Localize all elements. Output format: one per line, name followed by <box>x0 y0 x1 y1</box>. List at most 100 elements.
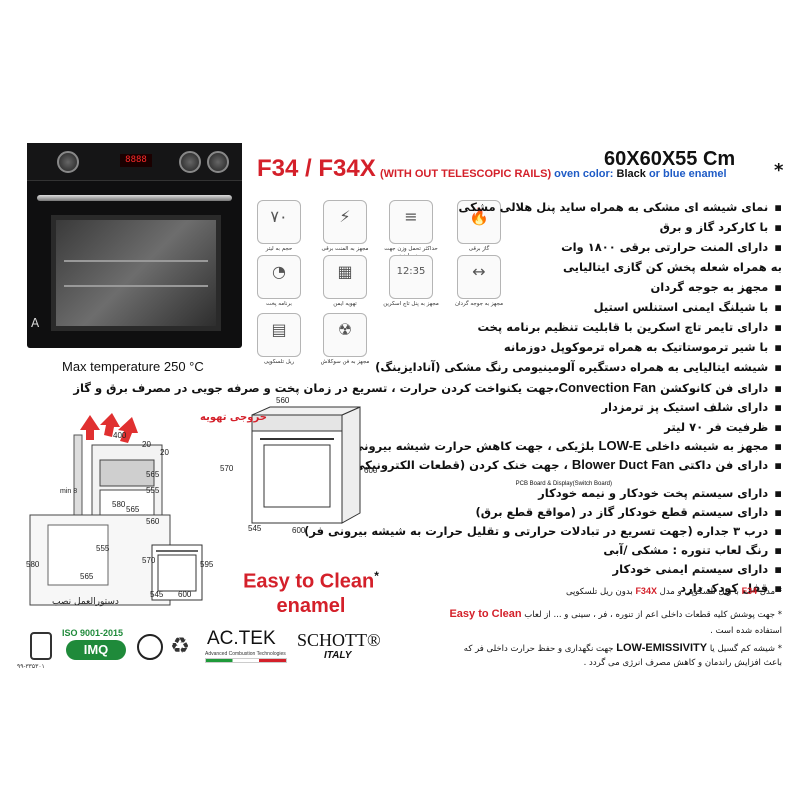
icon-caption: برنامه پخت <box>266 301 292 307</box>
capacity-icon: ٧٠ <box>257 200 301 244</box>
recycle-icon: ♻ <box>170 634 190 659</box>
oven-rack <box>64 260 208 262</box>
icon-caption: تهویه ایمن <box>333 301 357 307</box>
feature-item: ▪قفل کودک دارد <box>680 581 782 595</box>
feature-item: ▪دارای شلف استیک پز ترمزدار <box>601 400 782 414</box>
italy-flag-icon <box>205 658 287 663</box>
schott-italy: ITALY <box>324 650 352 661</box>
oven-rack <box>64 285 208 287</box>
icon-caption: مجهز به المنت برقی <box>321 246 369 252</box>
dim-label: 555 <box>146 486 160 495</box>
subtitle-blue: blue enamel <box>663 168 727 180</box>
feature-item: ▪ظرفیت فر ۷۰ لیتر <box>664 420 782 434</box>
size-star: * <box>774 160 784 181</box>
icon-caption: مجهز به جوجه گردان <box>454 301 504 307</box>
dim-label: 560 <box>276 396 290 405</box>
feature-item: ▪دارای المنت حرارتی برقی ۱۸۰۰ وات <box>561 240 782 254</box>
subtitle-oven-color: oven color: <box>554 168 614 180</box>
telescopic-rail-icon: ▤ <box>257 313 301 357</box>
max-temperature: Max temperature 250 °C <box>62 359 204 374</box>
feature-item: ▪با شیلنگ ایمنی استنلس استیل <box>593 300 782 314</box>
standard-number: ۹۹-۳۳۵۳۰۱ <box>17 664 45 670</box>
ventilation-icon: ▦ <box>323 255 367 299</box>
note-item: باعث افزایش راندمان و کاهش مصرف انرژی می… <box>583 658 782 668</box>
dim-label: 595 <box>200 560 214 569</box>
icon-caption: مجهز به پنل تاچ اسکرین <box>383 301 439 307</box>
vent-arrows-icon <box>80 413 138 443</box>
model-title: F34 / F34X <box>257 155 376 183</box>
dim-label: 580 <box>112 500 126 509</box>
note-item: * مدل F34 با ریل تلسکوپی و مدل F34X بدون… <box>565 586 782 597</box>
feature-item: ▪دارای فن داکتی Blower Duct Fan ، جهت خن… <box>348 457 782 472</box>
feature-item: ▪دارای سیستم قطع خودکار گاز در (مواقع قط… <box>475 505 782 519</box>
feature-item: به همراه شعله پخش کن گازی ایتالیایی <box>563 260 782 274</box>
feature-item: ▪با کارکرد گاز و برق <box>659 220 782 234</box>
iso-text: ISO 9001-2015 <box>62 628 124 638</box>
knob-icon <box>57 151 79 173</box>
element-icon: ⚡ <box>323 200 367 244</box>
dim-label: 570 <box>142 556 156 565</box>
feature-item: ▪با شیر ترموستاتیک به همراه ترموکوپل دوز… <box>503 340 782 354</box>
note-item: استفاده شده است . <box>710 626 782 636</box>
dim-label: 565 <box>146 470 160 479</box>
oven-handle <box>37 195 232 201</box>
note-item: * جهت پوشش کلیه قطعات داخلی اعم از تنوره… <box>449 608 782 620</box>
feature-item: ▪نمای شیشه ای مشکی به همراه ساید پنل هلا… <box>458 200 782 214</box>
install-label: دستورالعمل نصب <box>52 597 119 607</box>
dim-label: 580 <box>26 560 40 569</box>
dim-label: 400 <box>113 431 127 440</box>
subtitle-black: Black <box>616 168 646 180</box>
dim-label: min 8 <box>60 488 78 495</box>
dim-label: 545 <box>248 524 262 533</box>
dim-label: 600 <box>178 590 192 599</box>
dim-label: 545 <box>150 590 164 599</box>
dim-label: 565 <box>126 505 140 514</box>
model-x-name: F34X <box>318 155 376 182</box>
iso-logo: ISO 9001-2015 IMQ <box>62 628 130 666</box>
feature-item: ▪درب ۳ جداره (جهت تسریع در تبادلات حرارت… <box>304 524 782 538</box>
dim-label: 20 <box>160 448 169 457</box>
icon-caption: گاز برقی <box>468 246 490 252</box>
dim-label: 565 <box>80 572 94 581</box>
oven-window <box>51 215 221 331</box>
rotisserie-icon: ↔ <box>457 255 501 299</box>
dim-label: 555 <box>96 544 110 553</box>
fan-icon: ☢ <box>323 313 367 357</box>
certification-badge-icon <box>137 634 163 660</box>
icon-caption: مجهز به فن سوکلاش <box>320 359 370 365</box>
subtitle-rails: (WITH OUT TELESCOPIC RAILS) <box>380 168 552 180</box>
feature-item: ▪رنگ لعاب تنوره : مشکی /آبی <box>603 543 782 557</box>
imq-logo: IMQ <box>66 640 126 660</box>
icon-caption: ریل تلسکوپی <box>263 359 295 365</box>
brand-logo-icon: A <box>31 316 40 330</box>
knob-icon <box>179 151 201 173</box>
schott-logo: SCHOTT® <box>297 630 381 650</box>
dim-label: 600 <box>292 526 306 535</box>
actek-logo: AC.TEK <box>207 628 276 649</box>
gas-electric-icon: 🔥 <box>457 200 501 244</box>
oven-photo: 8888 A <box>27 143 242 348</box>
tray-weight-icon: ≡ <box>389 200 433 244</box>
feature-item: ▪شیشه ایتالیایی به همراه دستگیره آلومینی… <box>375 360 782 374</box>
cooking-program-icon: ◔ <box>257 255 301 299</box>
model-name: F34 <box>257 155 299 182</box>
dim-label: 570 <box>220 464 234 473</box>
oven-display: 8888 <box>120 154 152 167</box>
standard-mark-icon <box>30 632 52 660</box>
feature-item: ▪دارای سیستم ایمنی خودکار <box>612 562 783 576</box>
feature-item: ▪مجهز به شیشه داخلی LOW-E بلژیکی ، جهت ک… <box>305 438 782 453</box>
feature-item: ▪دارای تایمر تاچ اسکرین با قابلیت تنظیم … <box>477 320 782 334</box>
note-item: * شیشه کم گسیل یا LOW-EMISSIVITY جهت نگه… <box>463 642 782 654</box>
feature-note: PCB Board & Display(Switch Board) <box>515 481 612 487</box>
actek-subtitle: Advanced Combustion Technologies <box>205 651 286 657</box>
feature-item: ▪دارای سیستم پخت خودکار و نیمه خودکار <box>538 486 782 500</box>
dim-label: 560 <box>146 517 160 526</box>
knob-icon <box>207 151 229 173</box>
touch-timer-icon: 12:35 <box>389 255 433 299</box>
feature-item: ▪دارای فن کانوکشن Convection Fan،جهت یکن… <box>73 380 782 395</box>
model-subtitle: (WITH OUT TELESCOPIC RAILS) oven color: … <box>380 168 727 180</box>
easy-to-clean-label: Easy to Clean* enamel <box>243 569 379 617</box>
dim-label: 20 <box>142 440 151 449</box>
oven-size: 60X60X55 Cm <box>604 148 736 170</box>
feature-item: ▪مجهز به جوجه گردان <box>650 280 782 294</box>
